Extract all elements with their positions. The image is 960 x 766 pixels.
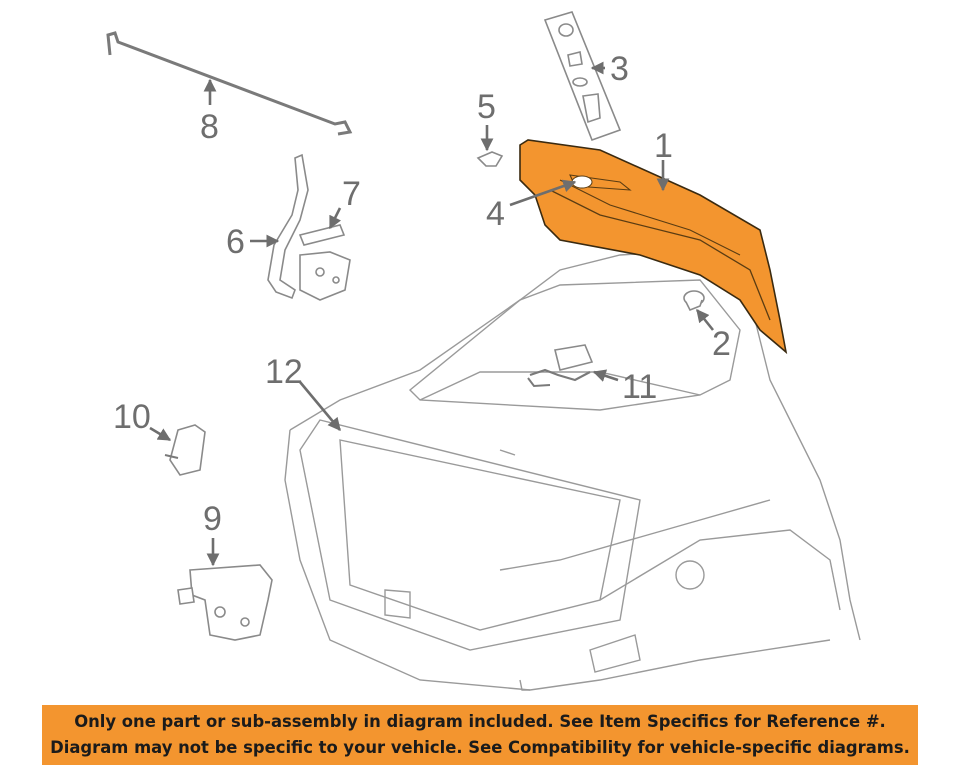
callout-10: 10: [113, 398, 151, 436]
disclaimer-line-1: Only one part or sub-assembly in diagram…: [74, 712, 886, 731]
callout-11: 11: [622, 368, 657, 406]
latch-part-9: [177, 564, 273, 641]
deck-lid-part-1: [519, 139, 788, 355]
torsion-rod-part-8: [106, 31, 353, 136]
disclaimer-line-2: Diagram may not be specific to your vehi…: [50, 738, 910, 757]
bracket-part-10: [164, 424, 206, 476]
car-body: [284, 249, 861, 691]
bumper-part-5: [476, 151, 504, 167]
callout-6: 6: [226, 223, 245, 261]
callout-labels: 1 2 3 4 5 6 7 8 9 10 11 12: [113, 50, 731, 538]
callout-4: 4: [486, 195, 505, 233]
parts-diagram: 1 2 3 4 5 6 7 8 9 10 11 12: [106, 11, 861, 691]
strap-part-7: [298, 224, 346, 246]
callout-3: 3: [610, 50, 629, 88]
callout-9: 9: [203, 500, 222, 538]
callout-5: 5: [477, 88, 496, 126]
callout-7: 7: [342, 175, 361, 213]
callout-12: 12: [265, 353, 303, 391]
hinge-part-6: [267, 153, 351, 301]
callout-8: 8: [200, 108, 219, 146]
disclaimer-banner: Only one part or sub-assembly in diagram…: [42, 705, 918, 765]
leader-lines: [149, 61, 715, 567]
harness-part-11: [527, 344, 594, 388]
callout-2: 2: [712, 325, 731, 363]
callout-1: 1: [654, 127, 673, 165]
fastener-stack-part-3: [543, 11, 622, 142]
stop-part-2: [683, 290, 705, 312]
